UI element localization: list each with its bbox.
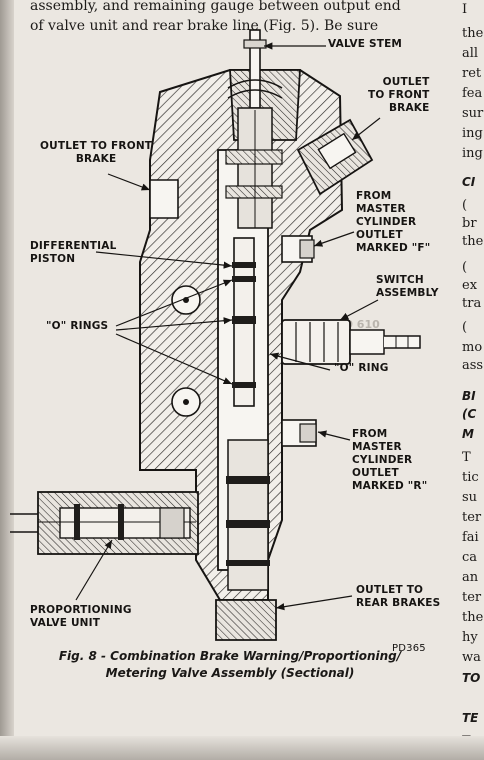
right-column-fragment: ing xyxy=(462,146,483,161)
right-column-fragment: an xyxy=(462,570,479,585)
right-column-fragment: su xyxy=(462,490,478,505)
mounting-hole-lower xyxy=(171,387,201,417)
right-column-fragment: ( xyxy=(462,198,468,213)
label-outlet-to-front-brake-left: OUTLET TO FRONT BRAKE xyxy=(40,140,153,165)
right-column-fragment: ex xyxy=(462,278,478,293)
proportioning-valve-unit xyxy=(10,491,199,555)
right-column-fragment: hy xyxy=(462,630,478,645)
label-valve-stem: VALVE STEM xyxy=(328,38,403,50)
body-text-line-2: of valve unit and rear brake line (Fig. … xyxy=(30,18,379,34)
label-differential-piston: DIFFERENTIAL PISTON xyxy=(30,240,117,265)
inlet-f-port xyxy=(281,235,315,263)
right-column-fragment: the xyxy=(462,234,484,249)
valve-stem xyxy=(227,29,283,109)
right-column-fragment: CI xyxy=(462,175,476,189)
rear-outlet-fitting xyxy=(215,599,277,641)
right-column-fragment: ( xyxy=(462,260,468,275)
label-proportioning-valve-unit: PROPORTIONING VALVE UNIT xyxy=(30,604,132,629)
right-column-fragment: ter xyxy=(462,590,482,605)
right-column-fragment: ca xyxy=(462,550,478,565)
caption-line-1: Fig. 8 - Combination Brake Warning/Propo… xyxy=(58,649,402,663)
right-column-fragment: ( xyxy=(462,320,468,335)
right-column-fragment: wa xyxy=(462,650,481,665)
page-binding-shadow xyxy=(0,0,14,760)
right-column-fragment: ter xyxy=(462,510,482,525)
callout-leader-lines xyxy=(75,42,381,611)
right-column-fragment: M xyxy=(462,427,474,441)
right-column-fragment: mo xyxy=(462,340,483,355)
mounting-hole-upper xyxy=(171,285,201,315)
right-column-fragment: TO xyxy=(462,671,481,685)
right-column-fragment: BI xyxy=(462,389,476,403)
right-column-fragment: ass xyxy=(462,358,484,373)
label-o-ring: "O" RING xyxy=(334,362,389,374)
right-column-fragment: (C xyxy=(462,407,477,421)
inlet-r-port xyxy=(281,419,317,447)
label-outlet-to-front-brake-right: OUTLET TO FRONT BRAKE xyxy=(368,76,430,114)
right-column-fragment: ret xyxy=(462,66,482,81)
right-column-fragment: sur xyxy=(462,106,484,121)
switch-assembly xyxy=(281,319,421,365)
right-column-fragment: the xyxy=(462,26,484,41)
right-column-fragment: fai xyxy=(462,530,479,545)
figure-caption: Fig. 8 - Combination Brake Warning/Propo… xyxy=(30,648,430,682)
label-outlet-to-rear-brakes: OUTLET TO REAR BRAKES xyxy=(356,584,441,609)
right-column-fragment: fea xyxy=(462,86,483,101)
label-o-rings: "O" RINGS xyxy=(46,320,109,332)
label-from-master-cylinder-f: FROM MASTER CYLINDER OUTLET MARKED "F" xyxy=(356,190,431,254)
label-switch-assembly: SWITCH ASSEMBLY xyxy=(376,274,439,299)
caption-line-2: Metering Valve Assembly (Sectional) xyxy=(105,666,355,680)
body-text-line-1: assembly, and remaining gauge between ou… xyxy=(30,0,401,14)
body-text: assembly, and remaining gauge between ou… xyxy=(30,0,410,36)
right-column-fragment: ing xyxy=(462,126,483,141)
figure-code: PD365 xyxy=(392,643,426,654)
right-column-fragment: the xyxy=(462,610,484,625)
right-column-fragment: T xyxy=(462,450,471,465)
right-column-fragment: br xyxy=(462,216,477,231)
right-column-fragment: TE xyxy=(462,711,479,725)
right-column-fragment: tic xyxy=(462,470,479,485)
metering-valve-section xyxy=(225,107,283,229)
page-bottom-shadow xyxy=(0,736,484,760)
label-from-master-cylinder-r: FROM MASTER CYLINDER OUTLET MARKED "R" xyxy=(352,428,428,492)
proportioning-spool xyxy=(226,439,270,591)
right-column-fragment: all xyxy=(462,46,479,61)
differential-piston xyxy=(232,237,256,407)
right-column-fragment: I xyxy=(462,2,468,17)
right-column-fragment: tra xyxy=(462,296,482,311)
